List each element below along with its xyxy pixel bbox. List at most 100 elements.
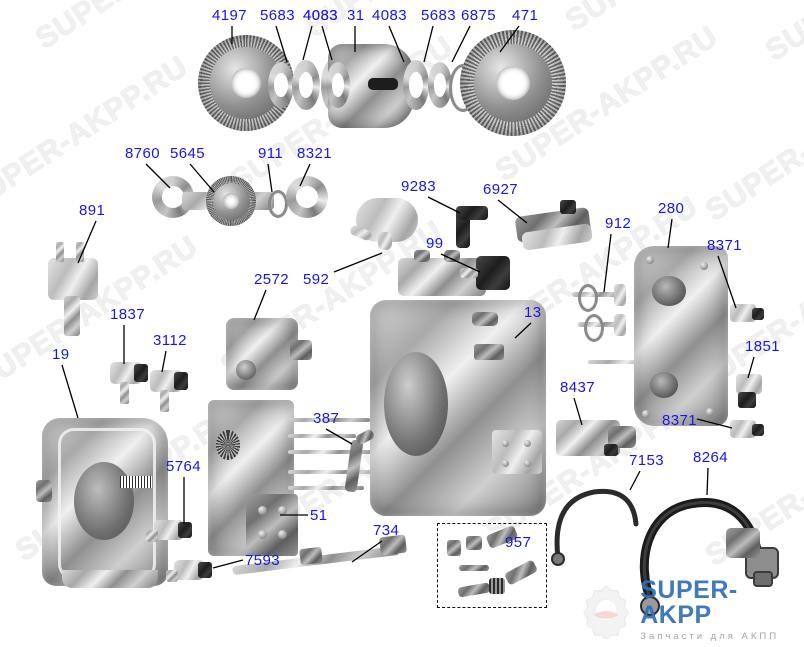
callout-7153: 7153: [629, 452, 664, 469]
leader-line-8321: [299, 163, 311, 187]
part-solenoid-5764-conn: [178, 522, 192, 538]
part-kit-957-spring: [489, 578, 505, 594]
part-washer-4083a: [292, 60, 320, 110]
gear-icon: [583, 584, 629, 639]
part-case-13-switch: [474, 344, 504, 360]
part-valve-rod-3: [288, 450, 376, 454]
part-valve-body-bolt-1: [258, 506, 267, 515]
part-oil-pump-2572: [226, 318, 298, 390]
callout-1851: 1851: [745, 338, 780, 355]
callout-912: 912: [605, 215, 632, 232]
part-sensor-9283-head: [456, 206, 488, 220]
brand-logo: SUPER-AKPP Запчасти для АКПП: [578, 578, 804, 642]
part-oil-tube-7153: [551, 488, 639, 566]
callout-5764: 5764: [166, 458, 201, 475]
part-oil-pump-2572-boss: [290, 340, 312, 360]
part-solenoid-5764-stem: [146, 530, 158, 542]
callout-387: 387: [313, 410, 340, 427]
part-oring-912-b: [584, 314, 604, 342]
part-shaft-gear-5645: [206, 176, 256, 226]
part-sensor-891-stem: [64, 296, 80, 336]
callout-8760: 8760: [125, 145, 160, 162]
part-oil-pump-2572-bore: [236, 360, 256, 380]
part-solenoid-7593-stem: [166, 570, 178, 582]
part-case-13-pad-bolt-2: [524, 440, 531, 447]
callout-2572: 2572: [254, 271, 289, 288]
part-washer-4083c: [403, 60, 429, 110]
leader-line-4083b: [321, 25, 333, 61]
callout-734: 734: [373, 522, 400, 539]
part-case-13-pad-bolt-3: [502, 460, 509, 467]
callout-19: 19: [52, 346, 70, 363]
part-solenoid-3112-conn: [174, 372, 188, 390]
part-case-13-pad: [492, 430, 542, 474]
part-valve-body-bolt-2: [278, 506, 287, 515]
leader-line-3112: [161, 350, 167, 373]
part-kit-957-clip: [447, 540, 461, 556]
leader-line-891: [77, 220, 97, 264]
part-case-13-pad-bolt-4: [524, 460, 531, 467]
leader-line-8371b: [696, 418, 733, 429]
part-valve-body-51-plate: [246, 494, 298, 556]
callout-8264: 8264: [693, 449, 728, 466]
leader-line-8437: [573, 397, 583, 426]
callout-471: 471: [512, 7, 539, 24]
part-case-13-top-boss: [472, 312, 498, 326]
callout-280: 280: [658, 200, 685, 217]
part-solenoid-3112-stem: [160, 390, 169, 412]
part-switch-8371b-tip: [752, 424, 764, 436]
leader-line-13: [514, 322, 532, 339]
callout-31: 31: [347, 7, 365, 24]
part-kit-957-block: [466, 536, 482, 550]
leader-line-6927: [497, 199, 528, 224]
part-solenoid-99-stem: [460, 268, 478, 278]
part-valve-plate-592-boss-b: [444, 250, 460, 262]
callout-7593: 7593: [245, 552, 280, 569]
leader-line-911: [267, 163, 273, 193]
part-solenoid-5764: [154, 520, 184, 540]
part-solenoid-pack-6927-conn: [560, 200, 576, 214]
part-solenoid-7593-conn: [198, 562, 212, 578]
callout-8371a: 8371: [707, 237, 742, 254]
leader-line-8371a: [717, 255, 737, 309]
part-valve-rod-4: [288, 470, 384, 474]
logo-subtitle: Запчасти для АКПП: [640, 631, 780, 642]
callout-6927: 6927: [483, 181, 518, 198]
callout-4197: 4197: [212, 7, 247, 24]
part-sensor-891-top-b: [76, 242, 84, 262]
callout-8437: 8437: [560, 379, 595, 396]
leader-line-734: [351, 540, 383, 563]
callout-5683b: 5683: [421, 7, 456, 24]
part-housing-19-boss: [36, 480, 52, 502]
callout-4083c: 4083: [372, 7, 407, 24]
part-valve-rod-1: [288, 418, 370, 422]
part-sensor-9283-body: [456, 212, 470, 248]
callout-13: 13: [524, 304, 542, 321]
leader-line-4083a: [302, 25, 313, 61]
part-valve-plate-592-boss-a: [414, 250, 430, 262]
callout-9283: 9283: [401, 178, 436, 195]
leader-line-5645: [189, 163, 215, 193]
leader-line-592: [333, 252, 383, 273]
part-washer-5683b: [428, 62, 452, 108]
part-housing-19-label: [120, 476, 152, 488]
part-kit-957-rod: [459, 565, 489, 571]
leader-line-99: [440, 253, 481, 273]
part-case-13-bell-bore: [384, 352, 448, 456]
leader-line-2572: [253, 289, 267, 321]
part-solenoid-1837-conn: [134, 364, 148, 382]
part-rear-cover-bolt-3: [642, 410, 650, 418]
part-housing-19-bore: [74, 462, 134, 540]
part-sensor-891-top-a: [56, 242, 64, 262]
part-shaft-912-b-head: [614, 314, 626, 336]
callout-891: 891: [79, 202, 106, 219]
part-diff-bearing-inner: [326, 62, 350, 108]
part-diff-case-window: [368, 78, 398, 90]
part-valve-body-51-drum: [216, 430, 240, 460]
part-valve-body-bolt-3: [258, 530, 267, 539]
leader-line-6875: [451, 25, 471, 63]
part-solenoid-99: [476, 256, 510, 290]
part-valve-body-bolt-4: [278, 530, 287, 539]
callout-8371b: 8371: [662, 412, 697, 429]
leader-line-7593: [212, 559, 244, 569]
